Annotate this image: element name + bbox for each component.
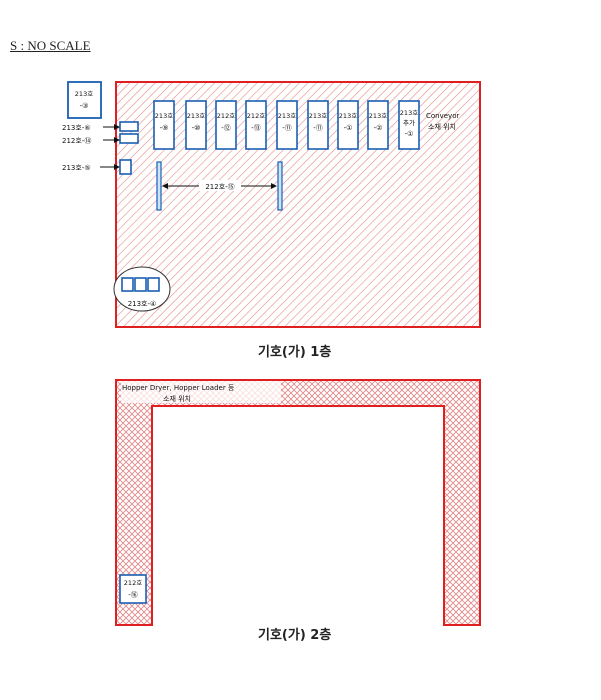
unit-212-16-number: -⑯ — [128, 591, 138, 599]
machine-number: -⑩ — [192, 124, 201, 132]
floor1-machine-row: 213호 -⑨ 213호 -⑩ 212호 -⑫ 212호 -⑬ 213호 -⑪ … — [153, 100, 420, 150]
unit-213-6-box — [119, 121, 139, 132]
machine-label: 213호 — [339, 112, 357, 120]
machine-number: -① — [344, 124, 353, 132]
machine-number: -⑪ — [282, 124, 292, 132]
machine-box: 213호 -⑩ — [185, 100, 207, 150]
machine-box: 212호 -⑫ — [215, 100, 237, 150]
floor2-title: 기호(가) 2층 — [258, 628, 332, 643]
machine-label: 213호 — [400, 109, 418, 117]
label-213-6: 213호-⑥ — [62, 124, 91, 132]
machine-number: -⑬ — [251, 124, 261, 132]
unit-212-15-bar-left — [156, 161, 162, 211]
machine-label: 213호 — [278, 112, 296, 120]
machine-label: 213호 — [187, 112, 205, 120]
unit-212-14-box — [119, 133, 139, 144]
unit-213-5-box — [119, 159, 132, 175]
machine-box: 213호 추가 -① — [398, 100, 420, 150]
machine-number: -② — [374, 124, 383, 132]
floor1-title: 기호(가) 1층 — [258, 345, 332, 360]
machine-number: -⑫ — [221, 124, 231, 132]
unit-213-3-number: -③ — [80, 102, 89, 110]
machine-label: 213호 — [309, 112, 327, 120]
machine-box: 212호 -⑬ — [245, 100, 267, 150]
machine-label: 213호 — [155, 112, 173, 120]
machine-number: -⑨ — [160, 124, 169, 132]
floor2-note: Hopper Dryer, Hopper Loader 등 — [122, 384, 235, 392]
unit-212-15-bar-right — [277, 161, 283, 211]
unit-213-3: 213호 -③ — [67, 81, 102, 119]
label-212-15: 212호-⑮ — [205, 183, 234, 191]
machine-box: 213호 -① — [337, 100, 359, 150]
machine-number: -① — [405, 130, 414, 138]
label-213-5: 213호-⑤ — [62, 164, 91, 172]
machine-label: 212호 — [217, 112, 235, 120]
machine-box: 213호 -⑪ — [276, 100, 298, 150]
unit-212-16-label: 212호 — [124, 579, 142, 587]
machine-label: 212호 — [247, 112, 265, 120]
label-213-4: 213호-④ — [128, 300, 157, 308]
machine-label: 213호 — [369, 112, 387, 120]
floor2-area — [115, 379, 481, 626]
unit-212-16: 212호 -⑯ — [119, 574, 147, 604]
machine-label-extra: 추가 — [403, 118, 415, 127]
unit-213-3-label: 213호 — [75, 90, 93, 98]
machine-box: 213호 -⑨ — [153, 100, 175, 150]
label-212-14: 212호-⑭ — [62, 137, 91, 145]
conveyor-sublabel: 소재 위치 — [428, 122, 456, 131]
scale-note: S : NO SCALE — [10, 38, 91, 53]
unit-213-4: 213호-④ — [113, 266, 171, 312]
machine-box: 213호 -② — [367, 100, 389, 150]
machine-box: 213호 -⑪ — [307, 100, 329, 150]
floor2-note-sub: 소재 위치 — [163, 394, 191, 403]
machine-number: -⑪ — [313, 124, 323, 132]
conveyor-label: Conveyor — [426, 112, 459, 120]
